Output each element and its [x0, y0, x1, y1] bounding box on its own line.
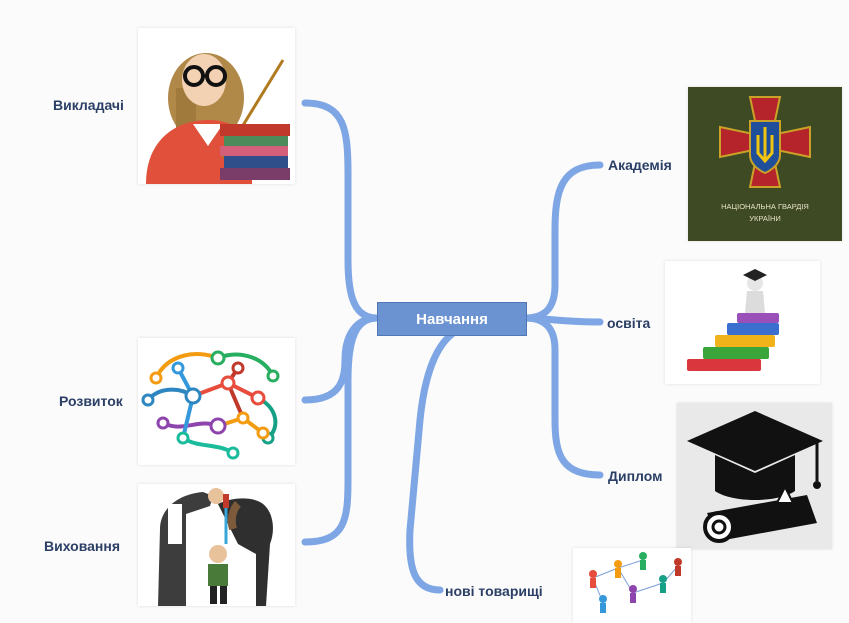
parents-pouring-into-child-icon	[158, 488, 273, 606]
emblem-text-line2: УКРАЇНИ	[749, 214, 781, 223]
connector-bottom	[406, 330, 456, 594]
connector-left-spine	[301, 99, 381, 322]
brain-network-icon	[141, 350, 280, 460]
upbringing-image	[138, 484, 295, 606]
graduation-cap-diploma-icon	[687, 411, 823, 543]
education-image	[665, 261, 820, 384]
connector-right-lower	[521, 314, 604, 479]
development-image	[138, 338, 295, 465]
teacher-image	[138, 28, 295, 184]
connector-left-lower	[301, 314, 381, 546]
branch-label-new-friends[interactable]: нові товарищі	[445, 583, 543, 599]
teacher-with-books-icon	[146, 53, 290, 184]
academy-image: НАЦІОНАЛЬНА ГВАРДІЯ УКРАЇНИ	[688, 87, 842, 241]
connector-left-mid	[301, 314, 381, 404]
central-topic[interactable]: Навчання	[377, 302, 527, 336]
branch-label-upbringing[interactable]: Виховання	[44, 538, 120, 554]
branch-label-development[interactable]: Розвиток	[59, 393, 123, 409]
connector-right-upper	[521, 161, 604, 322]
branch-label-diploma[interactable]: Диплом	[608, 468, 663, 484]
branch-label-academy[interactable]: Академія	[608, 157, 672, 173]
stairs-of-books-graduate-icon	[687, 269, 779, 371]
emblem-text-line1: НАЦІОНАЛЬНА ГВАРДІЯ	[721, 202, 809, 211]
national-guard-emblem-icon: НАЦІОНАЛЬНА ГВАРДІЯ УКРАЇНИ	[688, 87, 842, 241]
branch-label-teachers[interactable]: Викладачі	[53, 97, 124, 113]
central-topic-label: Навчання	[416, 310, 488, 328]
diploma-image	[677, 403, 832, 549]
branch-label-education[interactable]: освіта	[607, 315, 651, 331]
new-friends-image	[573, 548, 691, 623]
people-network-icon	[589, 552, 682, 613]
